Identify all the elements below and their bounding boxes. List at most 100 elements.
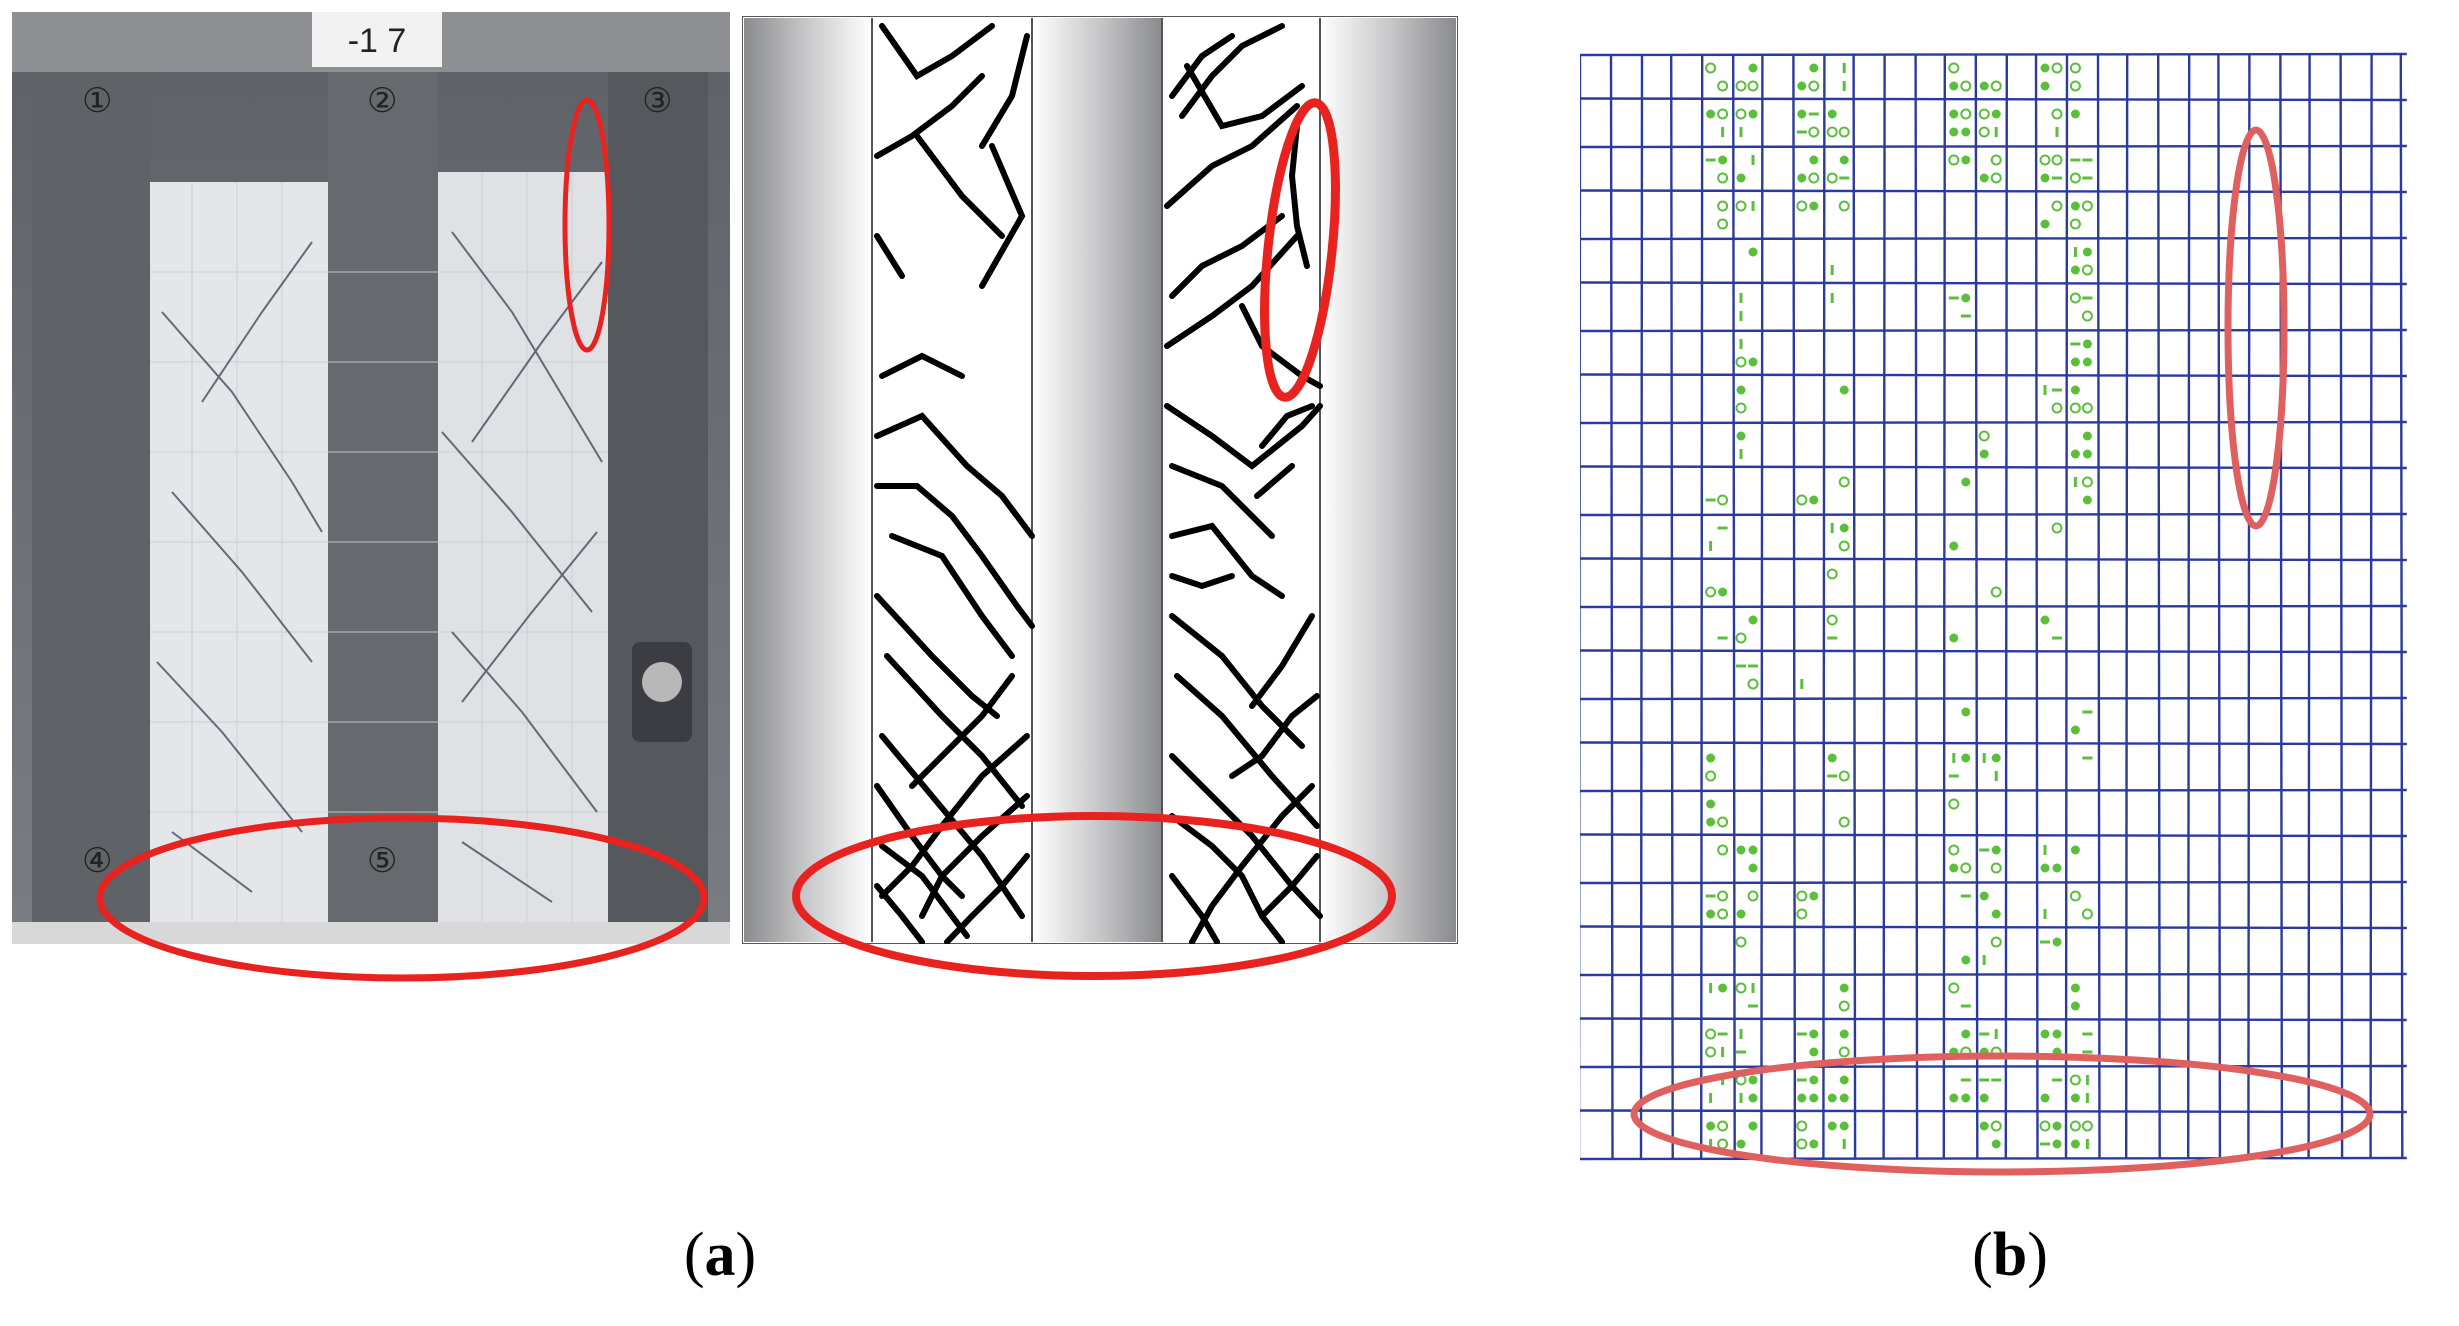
damage-dot-open (1705, 770, 1717, 782)
damage-dot-filled (1827, 753, 1837, 763)
damage-dot-filled (2052, 1121, 2062, 1131)
damage-dot-filled (2070, 1139, 2080, 1149)
damage-dot-filled (1748, 1075, 1758, 1085)
damage-dot-open (2069, 62, 2081, 74)
damage-dot-open (1948, 982, 1960, 994)
damage-dot-filled (1991, 753, 2001, 763)
damage-dot-filled (2040, 1093, 2050, 1103)
damage-dot-filled (1979, 173, 1989, 183)
damage-dot-open (1796, 494, 1808, 506)
damage-dot-open (2051, 62, 2063, 74)
damage-dot-open (1948, 798, 1960, 810)
damage-dot-filled (1979, 81, 1989, 91)
damage-dot-filled (1797, 1093, 1807, 1103)
damage-dot-filled (1839, 385, 1849, 395)
damage-dot-filled (2070, 201, 2080, 211)
damage-dot-filled (1991, 109, 2001, 119)
damage-dot-filled (2082, 449, 2092, 459)
crack-lines-left (874, 23, 1035, 944)
damage-dot-open (2069, 402, 2081, 414)
damage-dot-open (1796, 1138, 1808, 1150)
damage-dot-filled (1706, 1121, 1716, 1131)
damage-dot-open (1717, 218, 1729, 230)
damage-dot-open (2081, 310, 2093, 322)
damage-dot-filled (1961, 1029, 1971, 1039)
damage-dot-filled (1809, 201, 1819, 211)
damage-dot-filled (1949, 109, 1959, 119)
damage-dot-filled (2070, 385, 2080, 395)
grid-horizontal-line (1580, 649, 2407, 654)
damage-dot-filled (1949, 863, 1959, 873)
damage-dot-filled (1706, 799, 1716, 809)
grid-horizontal-line (1580, 833, 2407, 838)
damage-dot-filled (1979, 449, 1989, 459)
damage-dot-filled (2070, 983, 2080, 993)
damage-dot-open (2081, 476, 2093, 488)
grid-horizontal-line (1580, 328, 2407, 333)
damage-dot-filled (1839, 983, 1849, 993)
damage-dot-open (1838, 200, 1850, 212)
damage-dot-open (1705, 1028, 1717, 1040)
damage-dot-open (1735, 982, 1747, 994)
damage-dot-open (1735, 80, 1747, 92)
damage-dot-filled (2040, 863, 2050, 873)
damage-dot-filled (1961, 955, 1971, 965)
photo-mark-5: ⑤ (367, 841, 397, 881)
damage-dot-open (1838, 126, 1850, 138)
column-shade-middle (1032, 18, 1162, 942)
damage-dot-filled (2052, 1139, 2062, 1149)
damage-dot-open (1717, 890, 1729, 902)
damage-dot-open (2069, 218, 2081, 230)
damage-dot-filled (2070, 265, 2080, 275)
damage-dot-filled (1827, 1093, 1837, 1103)
damage-dot-filled (2040, 173, 2050, 183)
damage-dot-filled (1839, 155, 1849, 165)
photo-top-label: -1 7 (348, 22, 407, 60)
damage-dot-open (2039, 154, 2051, 166)
damage-dot-filled (1809, 1139, 1819, 1149)
damage-dot-filled (1949, 1093, 1959, 1103)
damage-dot-open (1990, 936, 2002, 948)
damage-dot-filled (1736, 173, 1746, 183)
damage-dot-open (1808, 80, 1820, 92)
damage-dot-open (1705, 586, 1717, 598)
highlight-ellipse-grid-bottom (1630, 1052, 2374, 1176)
damage-dot-open (1747, 678, 1759, 690)
damage-dot-open (1717, 816, 1729, 828)
damage-dot-open (1826, 172, 1838, 184)
photo-mark-1: ① (82, 81, 112, 121)
damage-dot-filled (1949, 127, 1959, 137)
damage-dot-filled (2082, 431, 2092, 441)
highlight-ellipse-drawing-top-right (1260, 98, 1340, 402)
damage-dot-filled (1979, 891, 1989, 901)
highlight-ellipse-drawing-bottom (792, 812, 1396, 980)
damage-dot-open (1705, 1046, 1717, 1058)
damage-dot-open (2051, 154, 2063, 166)
damage-dot-open (2051, 402, 2063, 414)
damage-dot-filled (1706, 817, 1716, 827)
damage-dot-open (1717, 172, 1729, 184)
damage-dot-filled (1706, 909, 1716, 919)
damage-dot-open (1717, 80, 1729, 92)
damage-dot-open (1990, 80, 2002, 92)
photo-mark-2: ② (367, 81, 397, 121)
damage-dot-open (1735, 402, 1747, 414)
damage-dot-filled (1827, 109, 1837, 119)
grid-horizontal-line (1580, 281, 2407, 286)
damage-dot-open (1838, 1046, 1850, 1058)
damage-dot-filled (1991, 845, 2001, 855)
damage-dot-filled (1736, 1139, 1746, 1149)
damage-dot-open (1808, 126, 1820, 138)
damage-dot-open (2051, 200, 2063, 212)
numerical-damage-grid (1580, 44, 2420, 1184)
damage-dot-filled (2082, 339, 2092, 349)
damage-dot-open (1948, 62, 1960, 74)
damage-dot-open (1808, 172, 1820, 184)
damage-dot-filled (1748, 615, 1758, 625)
damage-dot-filled (1718, 983, 1728, 993)
grid-horizontal-line (1580, 420, 2407, 425)
damage-dot-filled (1748, 357, 1758, 367)
damage-dot-open (1838, 770, 1850, 782)
damage-dot-open (2051, 522, 2063, 534)
photo-mark-3: ③ (642, 81, 672, 121)
